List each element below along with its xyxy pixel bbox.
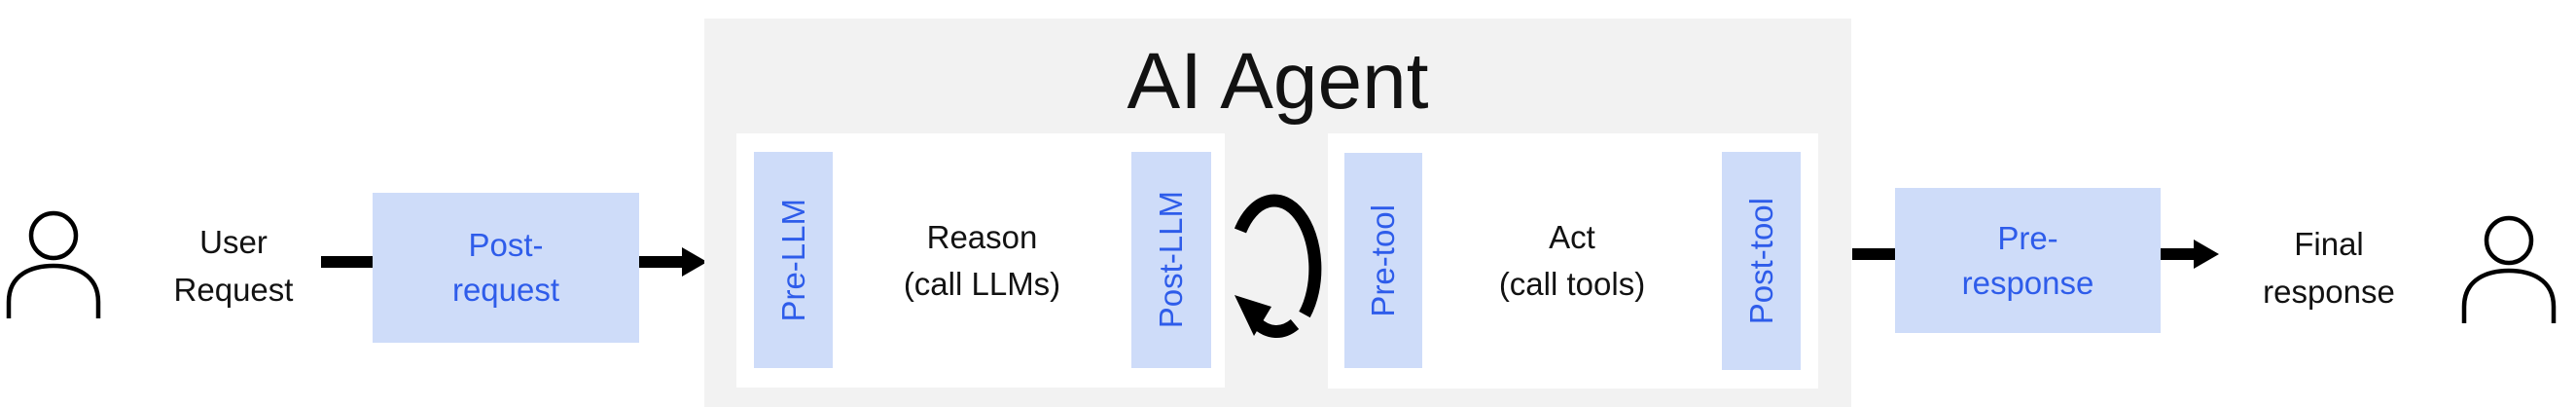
pre-tool-hook-bar: Pre-tool (1344, 153, 1422, 368)
pre-llm-hook-bar: Pre-LLM (754, 152, 833, 368)
person-icon (6, 210, 101, 318)
post-tool-label: Post-tool (1742, 197, 1779, 325)
post-llm-hook-bar: Post-LLM (1131, 152, 1211, 368)
post-tool-hook-bar: Post-tool (1722, 152, 1801, 370)
pre-response-line2: response (1961, 264, 2094, 301)
final-response-line2: response (2263, 274, 2395, 310)
user-request-line1: User (199, 224, 268, 260)
person-icon (2461, 215, 2557, 323)
act-line1: Act (1549, 219, 1595, 255)
final-response-line1: Final (2294, 226, 2364, 262)
pre-response-hook-box: Pre- response (1895, 188, 2161, 333)
arrow-postrequest-to-agent-line (639, 256, 682, 268)
ai-agent-title: AI Agent (1127, 37, 1429, 126)
post-request-line1: Post- (468, 227, 544, 263)
reason-label: Reason (call LLMs) (833, 133, 1131, 388)
pre-tool-label: Pre-tool (1365, 204, 1401, 317)
connector-agent-to-preresponse (1852, 248, 1895, 260)
act-label: Act (call tools) (1422, 133, 1722, 388)
post-request-line2: request (451, 272, 560, 308)
arrow-postrequest-to-agent-head (682, 247, 707, 277)
arrow-preresponse-to-final-line (2161, 248, 2194, 260)
connector-user-to-postrequest (321, 256, 373, 268)
final-response-label: Final response (2232, 220, 2426, 315)
reason-line2: (call LLMs) (903, 265, 1061, 302)
act-stage-box: Pre-tool Act (call tools) Post-tool (1328, 133, 1818, 388)
post-llm-label: Post-LLM (1153, 191, 1189, 329)
user-request-label: User Request (126, 218, 340, 314)
post-request-hook-box: Post- request (373, 193, 639, 343)
act-line2: (call tools) (1498, 266, 1646, 302)
cycle-arrows-icon (1234, 194, 1322, 338)
pre-response-line1: Pre- (1997, 219, 2058, 256)
arrow-preresponse-to-final-head (2194, 240, 2219, 269)
ai-agent-container: AI Agent Pre-LLM Reason (call LLMs) Post… (704, 18, 1851, 407)
pre-llm-label: Pre-LLM (774, 198, 811, 322)
user-request-line2: Request (173, 272, 294, 308)
reason-line1: Reason (926, 218, 1038, 255)
reason-stage-box: Pre-LLM Reason (call LLMs) Post-LLM (736, 133, 1225, 388)
